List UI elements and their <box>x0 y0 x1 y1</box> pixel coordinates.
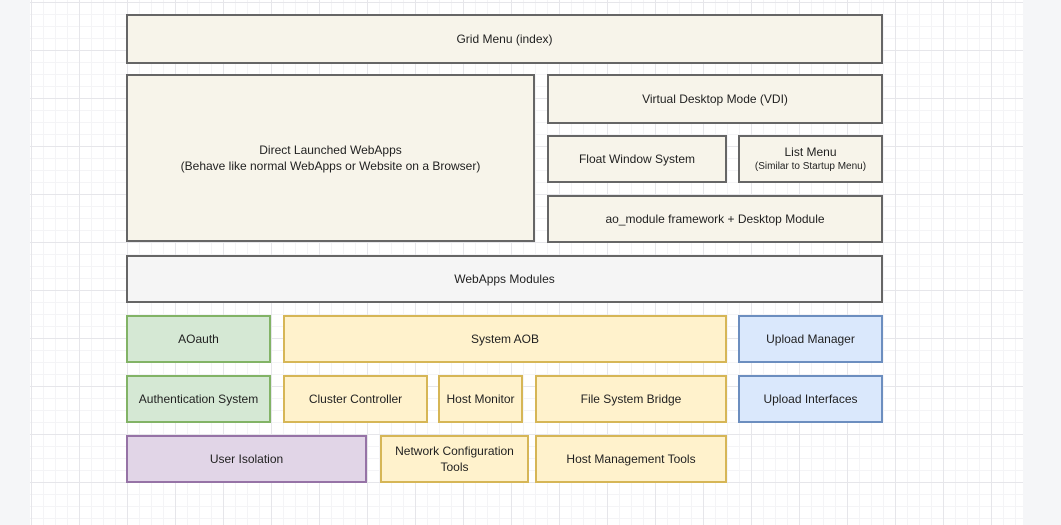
node-label: ao_module framework + Desktop Module <box>605 211 824 227</box>
node-label: Float Window System <box>579 151 695 167</box>
node-label: Host Management Tools <box>566 451 695 467</box>
node-label: Upload Interfaces <box>763 391 857 407</box>
node-upload-interfaces[interactable]: Upload Interfaces <box>738 375 883 423</box>
node-upload-manager[interactable]: Upload Manager <box>738 315 883 363</box>
node-ao-module-framework[interactable]: ao_module framework + Desktop Module <box>547 195 883 243</box>
node-label: WebApps Modules <box>454 271 555 287</box>
node-label: Cluster Controller <box>309 391 402 407</box>
node-grid-menu[interactable]: Grid Menu (index) <box>126 14 883 64</box>
node-float-window-system[interactable]: Float Window System <box>547 135 727 183</box>
node-file-system-bridge[interactable]: File System Bridge <box>535 375 727 423</box>
node-network-configuration-tools[interactable]: Network Configuration Tools <box>380 435 529 483</box>
node-label: Grid Menu (index) <box>456 31 552 47</box>
node-label: Virtual Desktop Mode (VDI) <box>642 91 788 107</box>
node-list-menu[interactable]: List Menu (Similar to Startup Menu) <box>738 135 883 183</box>
node-sublabel: (Similar to Startup Menu) <box>755 160 866 174</box>
node-label: Direct Launched WebApps <box>259 142 402 158</box>
node-label: Network Configuration Tools <box>388 443 521 475</box>
node-cluster-controller[interactable]: Cluster Controller <box>283 375 428 423</box>
offpage-area-left <box>0 0 30 525</box>
node-direct-launched-webapps[interactable]: Direct Launched WebApps (Behave like nor… <box>126 74 535 242</box>
node-label: Authentication System <box>139 391 258 407</box>
node-label: AOauth <box>178 331 219 347</box>
node-label: System AOB <box>471 331 539 347</box>
node-system-aob[interactable]: System AOB <box>283 315 727 363</box>
node-host-monitor[interactable]: Host Monitor <box>438 375 523 423</box>
node-label: User Isolation <box>210 451 283 467</box>
node-label: Upload Manager <box>766 331 855 347</box>
node-aoauth[interactable]: AOauth <box>126 315 271 363</box>
node-webapps-modules[interactable]: WebApps Modules <box>126 255 883 303</box>
offpage-area-right <box>1023 0 1061 525</box>
node-label: File System Bridge <box>581 391 682 407</box>
node-label-line2: (Behave like normal WebApps or Website o… <box>181 158 481 174</box>
node-label: Host Monitor <box>446 391 514 407</box>
node-user-isolation[interactable]: User Isolation <box>126 435 367 483</box>
node-virtual-desktop-mode[interactable]: Virtual Desktop Mode (VDI) <box>547 74 883 124</box>
node-authentication-system[interactable]: Authentication System <box>126 375 271 423</box>
node-host-management-tools[interactable]: Host Management Tools <box>535 435 727 483</box>
node-label: List Menu <box>784 144 836 160</box>
